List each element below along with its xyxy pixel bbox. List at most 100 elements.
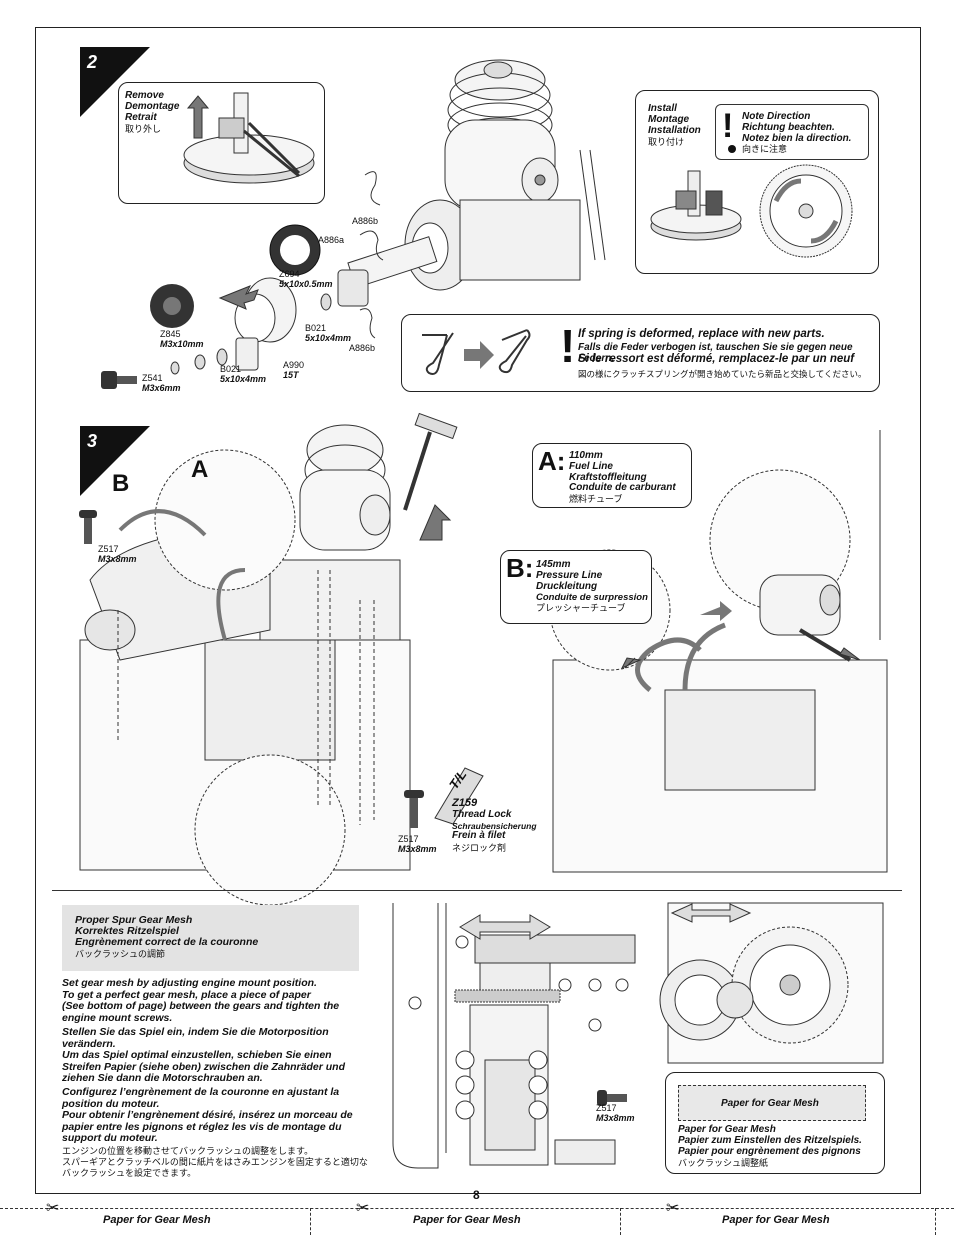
remove-label-fr: Retrait	[125, 112, 157, 123]
part-z694-code: Z694	[279, 269, 300, 279]
warning-exclamation-icon: !	[560, 320, 576, 372]
pressure-line-b-callout: B: 145mm Pressure Line Druckleitung Cond…	[500, 550, 652, 624]
gear-mesh-heading-jp: バックラッシュの調節	[75, 949, 166, 959]
install-label-jp: 取り付け	[648, 137, 685, 147]
cut-strip-label-1: Paper for Gear Mesh	[103, 1214, 211, 1226]
remove-label-jp: 取り外し	[125, 124, 162, 134]
paper-line-fr: Papier pour engrènement des pignons	[678, 1146, 861, 1157]
callout-b-length: 145mm	[536, 559, 571, 570]
callout-a-en: Fuel Line	[569, 461, 613, 472]
gear-mesh-en-line: (See bottom of page) between the gears a…	[62, 1000, 340, 1012]
section-divider	[52, 890, 902, 891]
spring-warning-callout: ! If spring is deformed, replace with ne…	[401, 314, 880, 392]
callout-a-letter: A:	[538, 446, 566, 476]
gear-mesh-heading-en: Proper Spur Gear Mesh	[75, 914, 193, 926]
cut-line	[0, 1208, 954, 1209]
callout-b-fr: Conduite de surpression	[536, 592, 648, 603]
part-z845-code: Z845	[160, 329, 181, 339]
gear-mesh-heading-box: Proper Spur Gear Mesh Korrektes Ritzelsp…	[62, 905, 359, 971]
gear-mesh-heading-de: Korrektes Ritzelspiel	[75, 925, 179, 937]
gear-mesh-jp-line: スパーギアとクラッチベルの間に紙片をはさみエンジンを固定すると適切な	[62, 1157, 368, 1167]
gear-mesh-en-line: engine mount screws.	[62, 1011, 173, 1024]
gear-mesh-fr-line: position du moteur.	[62, 1097, 160, 1110]
cut-divider-1	[310, 1208, 311, 1235]
page-number: 8	[473, 1188, 480, 1202]
callout-b-jp: プレッシャーチューブ	[536, 603, 626, 613]
callout-a-fr: Conduite de carburant	[569, 482, 676, 493]
step-2-number: 2	[87, 52, 98, 72]
step3-z517-code: Z517	[98, 544, 119, 554]
part-b021-a-code: B021	[305, 323, 327, 333]
step3-z517-bottom-code: Z517	[398, 834, 419, 844]
part-a886b-bottom: A886b	[349, 343, 376, 353]
fuel-line-a-callout: A: 110mm Fuel Line Kraftstoffleitung Con…	[532, 443, 692, 508]
gear-mesh-en-text: Set gear mesh by adjusting engine mount …	[62, 977, 362, 1024]
step-3-number: 3	[87, 431, 98, 451]
gear-mesh-de-line: Um das Spiel optimal einzustellen, schie…	[62, 1049, 332, 1061]
paper-line-en: Paper for Gear Mesh	[678, 1124, 776, 1135]
spring-warning-en: If spring is deformed, replace with new …	[578, 328, 825, 340]
callout-b-en: Pressure Line	[536, 570, 603, 581]
gear-mesh-en-line: Set gear mesh by adjusting engine mount …	[62, 977, 317, 989]
step-3-marker	[80, 426, 150, 496]
clutch-removal-illustration	[183, 92, 315, 184]
callout-b-de: Druckleitung	[536, 581, 598, 592]
cut-strip-label-2: Paper for Gear Mesh	[413, 1214, 521, 1226]
cut-strip-label-3: Paper for Gear Mesh	[722, 1214, 830, 1226]
part-a886b-top: A886b	[352, 216, 379, 226]
page-frame	[35, 27, 921, 1194]
remove-callout: Remove Demontage Retrait 取り外し	[118, 82, 325, 204]
fuel-line-b-letter: B	[112, 470, 130, 497]
gear-mesh-fr-line: Pour obtenir l’engrènement désiré, insér…	[62, 1109, 353, 1121]
part-a990-code: A990	[283, 360, 305, 370]
part-b021-a-spec: 5x10x4mm	[305, 333, 352, 343]
gear-mesh-de-line: Stellen Sie das Spiel ein, indem Sie die…	[62, 1026, 329, 1038]
part-z845-spec: M3x10mm	[160, 339, 204, 349]
paper-gear-mesh-sample: Paper for Gear Mesh	[678, 1085, 866, 1121]
paper-line-de: Papier zum Einstellen des Ritzelspiels.	[678, 1135, 862, 1146]
remove-label-de: Demontage	[125, 101, 180, 112]
install-label-de: Montage	[648, 114, 690, 125]
part-b021-b-code: B021	[220, 364, 242, 374]
gear-mesh-jp-line: エンジンの位置を移動させてバックラッシュの調整をします。	[62, 1146, 314, 1156]
scissors-icon: ✂	[666, 1200, 680, 1217]
bullet-icon	[728, 145, 736, 153]
remove-label-en: Remove	[125, 90, 164, 101]
note-direction-jp: 向きに注意	[742, 144, 788, 154]
gear-mesh-fr-text: Configurez l’engrènement de la couronne …	[62, 1086, 362, 1145]
cut-divider-3	[935, 1208, 936, 1235]
gear-mesh-en-line: To get a perfect gear mesh, place a piec…	[62, 988, 311, 1001]
gear-mesh-fr-line: papier entre les pignons et réglez les v…	[62, 1120, 342, 1133]
fuel-line-a-letter: A	[191, 456, 209, 483]
gear-mesh-de-line: verändern.	[62, 1037, 116, 1050]
threadlock-code: Z159	[452, 797, 478, 809]
scissors-icon: ✂	[46, 1200, 60, 1217]
spring-warning-fr: Si le ressort est déformé, remplacez-le …	[578, 353, 855, 365]
paper-line-jp: バックラッシュ調整紙	[678, 1158, 769, 1168]
note-direction-de: Richtung beachten.	[742, 122, 835, 133]
part-a886a: A886a	[318, 235, 345, 245]
exclamation-icon: !	[722, 107, 734, 145]
gear-mesh-heading-fr: Engrènement correct de la couronne	[75, 936, 259, 948]
gear-mesh-z517-code: Z517	[596, 1103, 617, 1113]
note-direction-en: Note Direction	[742, 111, 811, 122]
gear-mesh-de-text: Stellen Sie das Spiel ein, indem Sie die…	[62, 1026, 362, 1085]
part-z541-spec: M3x6mm	[142, 383, 181, 393]
spring-deformation-illustration	[422, 329, 531, 375]
spring-warning-jp: 図の様にクラッチスプリングが開き始めていたら新品と交換してください。	[578, 369, 867, 379]
threadlock-de: Schraubensicherung	[452, 821, 537, 831]
callout-a-length: 110mm	[569, 450, 603, 461]
gear-mesh-de-line: Streifen Papier (siehe oben) zwischen di…	[62, 1060, 345, 1073]
clutch-install-illustration	[650, 164, 853, 258]
gear-mesh-jp-text: エンジンの位置を移動させてバックラッシュの調整をします。 スパーギアとクラッチベ…	[62, 1146, 372, 1179]
scissors-icon: ✂	[356, 1200, 370, 1217]
part-z541-code: Z541	[142, 373, 163, 383]
note-direction-box: ! Note Direction Richtung beachten. Note…	[715, 104, 869, 160]
paper-gear-mesh-callout: Paper for Gear Mesh Paper for Gear Mesh …	[665, 1072, 885, 1174]
cut-divider-2	[620, 1208, 621, 1235]
part-b021-b-spec: 5x10x4mm	[220, 374, 267, 384]
